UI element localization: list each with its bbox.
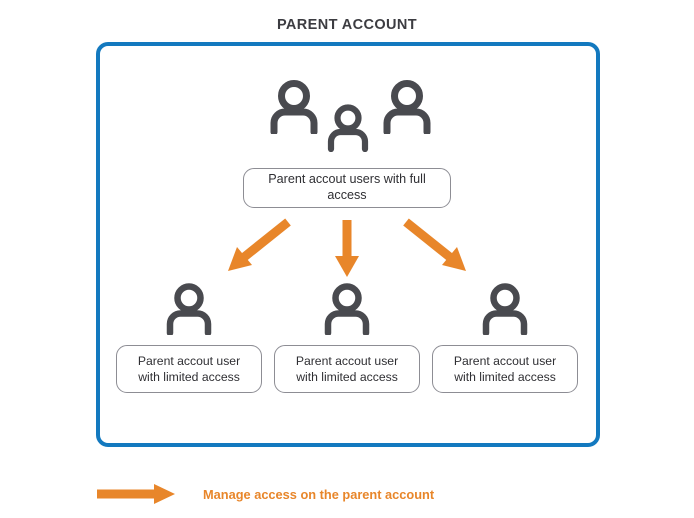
limited-access-label-box: Parent accout user with limited access [116,345,262,393]
limited-access-label-box: Parent accout user with limited access [274,345,420,393]
limited-access-label-box: Parent accout user with limited access [432,345,578,393]
limited-access-label-line2: with limited access [454,370,556,384]
person-icon [161,283,217,337]
limited-user-1: Parent accout user with limited access [116,283,262,393]
legend-label: Manage access on the parent account [203,486,435,502]
page-title: PARENT ACCOUNT [276,17,418,33]
limited-access-label-line2: with limited access [296,370,398,384]
legend: Manage access on the parent account [95,480,434,508]
limited-user-3: Parent accout user with limited access [432,283,578,393]
person-icon [477,283,533,337]
full-access-label-box: Parent accout users with full access [243,168,451,208]
person-icon [323,102,373,152]
limited-access-label-line1: Parent accout user [453,353,557,368]
limited-user-2: Parent accout user with limited access [274,283,420,393]
person-icon [378,78,436,134]
full-access-label-text: Parent accout users with full access [268,172,426,202]
person-icon [265,78,323,134]
limited-access-label-line1: Parent accout user [295,353,399,368]
limited-access-label-line1: Parent accout user [137,353,241,368]
limited-access-label-line2: with limited access [138,370,240,384]
legend-arrow-icon [97,484,175,504]
person-icon [319,283,375,337]
users-group-icon [265,78,435,156]
